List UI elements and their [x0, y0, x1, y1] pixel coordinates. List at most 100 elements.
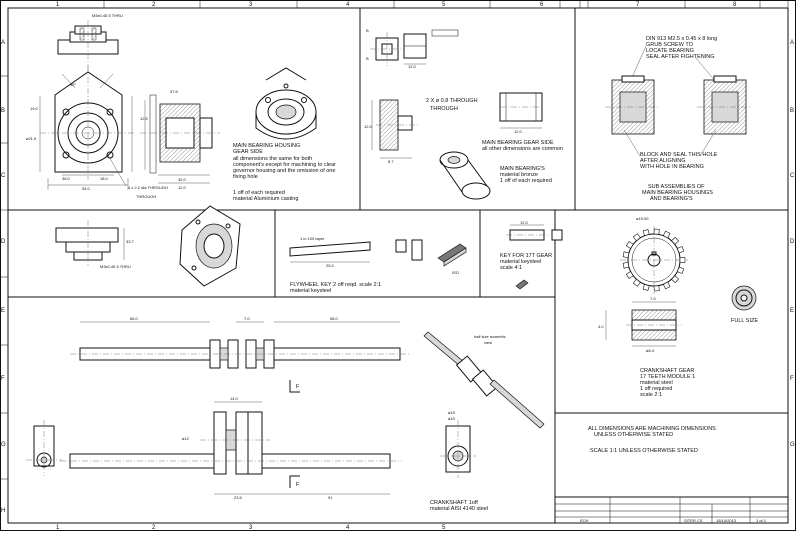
gear-key-iso	[515, 279, 529, 290]
bearing-housing-side-section: 32.0 12.0 37.6 12.5	[140, 89, 220, 190]
crankshaft-gear-front: ø19.00	[620, 216, 688, 294]
col-marker-bottom: 4	[346, 525, 350, 531]
top-revision-strip	[559, 0, 789, 9]
svg-text:KEY FOR 17T GEAR: KEY FOR 17T GEAR	[500, 253, 552, 259]
col-marker-bottom: 3	[249, 525, 253, 531]
svg-text:ø19.00: ø19.00	[636, 216, 649, 221]
gear-tooth	[632, 233, 641, 242]
svg-text:19.0: 19.0	[30, 106, 39, 111]
crankshaft-end-view-left	[26, 420, 62, 476]
svg-text:23.5: 23.5	[234, 495, 243, 500]
svg-text:ø15: ø15	[448, 410, 456, 415]
svg-text:37.6: 37.6	[170, 89, 179, 94]
svg-text:component's except for machini: component's except for machining to clea…	[233, 162, 336, 168]
svg-text:12.5: 12.5	[140, 116, 149, 121]
svg-text:MAIN BEARING GEAR SIDE: MAIN BEARING GEAR SIDE	[482, 140, 554, 146]
svg-text:7.0: 7.0	[650, 296, 656, 301]
svg-text:scale 4:1: scale 4:1	[500, 265, 522, 271]
row-marker-right: G	[790, 442, 795, 448]
svg-text:18.0: 18.0	[100, 176, 109, 181]
gear-tooth	[653, 285, 660, 292]
block-seal-label: BLOCK AND SEAL THIS HOLE AFTER ALIGNING …	[640, 152, 718, 170]
svg-text:governor housing and the omiss: governor housing and the omission of one	[233, 168, 335, 174]
svg-text:GEAR SIDE: GEAR SIDE	[233, 149, 263, 155]
bearing-through-note: 2 X ø 0.8 THROUGH	[426, 98, 478, 104]
row-marker-right: E	[790, 308, 794, 314]
col-marker: 5	[442, 2, 446, 8]
svg-text:91: 91	[328, 495, 333, 500]
svg-text:ALL DIMENSIONS ARE MACHINING D: ALL DIMENSIONS ARE MACHINING DIMENSIONS	[588, 426, 716, 432]
main-bearing-iso	[439, 151, 491, 200]
svg-text:scale 2:1: scale 2:1	[640, 392, 662, 398]
svg-text:8.7: 8.7	[388, 159, 394, 164]
svg-text:view: view	[484, 340, 492, 345]
svg-text:SEAL AFTER FIGHTENING: SEAL AFTER FIGHTENING	[646, 54, 715, 60]
title-block-drawn: ECH	[580, 518, 589, 523]
grid-ticks	[0, 0, 686, 480]
col-marker-bottom: 1	[56, 525, 60, 531]
svg-text:SUB ASSEMBLIES OF: SUB ASSEMBLIES OF	[648, 184, 705, 190]
svg-text:material Aluminium casting: material Aluminium casting	[233, 196, 298, 202]
row-marker: D	[1, 239, 6, 245]
gear-tooth	[662, 281, 671, 290]
flywheel-key-iso-label: ISO	[452, 270, 459, 275]
svg-text:CRANKSHAFT GEAR: CRANKSHAFT GEAR	[640, 368, 694, 374]
row-marker: E	[1, 308, 5, 314]
full-size-label: FULL SIZE	[731, 318, 758, 324]
thread-note-top: M3x0.45 5 THRU	[92, 13, 123, 18]
crankshaft-top-view: 66.0 7.0 58.0	[70, 316, 410, 369]
section-dividers	[8, 8, 788, 523]
col-marker: 1	[56, 2, 60, 8]
crankshaft-label: CRANKSHAFT 1off material AISI 4140 steel	[430, 500, 488, 512]
gear-tooth	[671, 236, 680, 245]
main-bearing-gear-side-label: MAIN BEARING GEAR SIDE all other dimensi…	[482, 140, 563, 152]
col-marker: 3	[249, 2, 253, 8]
row-marker: F	[1, 376, 5, 382]
bearing-through-note-2: THROUGH	[430, 106, 458, 112]
svg-text:12.0: 12.0	[514, 129, 523, 134]
crankshaft-gear-section: 7.0 4.0 ø6.4	[598, 296, 682, 353]
crankshaft-gear-label: CRANKSHAFT GEAR 17 TEETH MODULE 1 materi…	[640, 368, 695, 398]
row-marker: A	[1, 40, 5, 46]
general-notes: ALL DIMENSIONS ARE MACHINING DIMENSIONS …	[588, 426, 716, 454]
title-block-sheet: 1 of 1	[756, 518, 767, 523]
svg-text:WITH HOLE IN BEARING: WITH HOLE IN BEARING	[640, 164, 704, 170]
svg-text:SCALE 1:1 UNLESS OTHERWISE STA: SCALE 1:1 UNLESS OTHERWISE STATED	[590, 448, 698, 454]
svg-text:7.0: 7.0	[244, 316, 250, 321]
svg-text:LOCATE BEARING: LOCATE BEARING	[646, 48, 694, 54]
svg-text:54.0: 54.0	[82, 186, 91, 191]
inner-border	[7, 7, 789, 524]
gear-tooth	[632, 278, 641, 287]
svg-text:1 off required: 1 off required	[640, 386, 672, 392]
svg-text:66.0: 66.0	[130, 316, 139, 321]
flywheel-key-label: FLYWHEEL KEY 2 off reqd. scale 2:1 mater…	[290, 282, 381, 294]
sub-assembly-label: SUB ASSEMBLIES OF MAIN BEARING HOUSINGS …	[642, 184, 713, 202]
svg-text:12.0: 12.0	[408, 64, 417, 69]
gear-key-drawing: 12.0	[506, 220, 563, 241]
col-marker: 7	[636, 2, 640, 8]
through-note: 4 x 2.2 dia THROUGH	[128, 185, 168, 190]
flywheel-key-profile: 25.0	[289, 241, 371, 268]
row-marker-right: D	[790, 239, 795, 245]
sub-assembly-right	[697, 75, 752, 135]
svg-text:material AISI 4140 steel: material AISI 4140 steel	[430, 506, 488, 512]
row-marker: G	[1, 442, 6, 448]
svg-text:material keysteel: material keysteel	[500, 259, 541, 265]
row-markers: A B C D E F G H A B C D E F G	[1, 40, 795, 514]
svg-text:GRUB SCREW TO: GRUB SCREW TO	[646, 42, 694, 48]
row-marker-right: B	[790, 108, 794, 114]
gear-tooth	[662, 230, 671, 239]
gear-tooth	[642, 283, 650, 291]
svg-text:12.0: 12.0	[364, 124, 373, 129]
svg-text:4.0: 4.0	[598, 324, 604, 329]
grub-screw-label: DIN 913 M2.5 x 0.45 x 8 long GRUB SCREW …	[646, 36, 717, 60]
crankshaft-gear-fullsize	[731, 285, 757, 311]
section-label-f-bottom: F	[296, 482, 300, 488]
svg-text:MAIN BEARING HOUSING: MAIN BEARING HOUSING	[233, 143, 300, 149]
sub-assembly-left	[605, 75, 660, 135]
title-block-scale: SITER CS	[684, 518, 703, 523]
svg-text:half size isometric: half size isometric	[474, 334, 506, 339]
svg-text:material keysteel: material keysteel	[290, 288, 331, 294]
